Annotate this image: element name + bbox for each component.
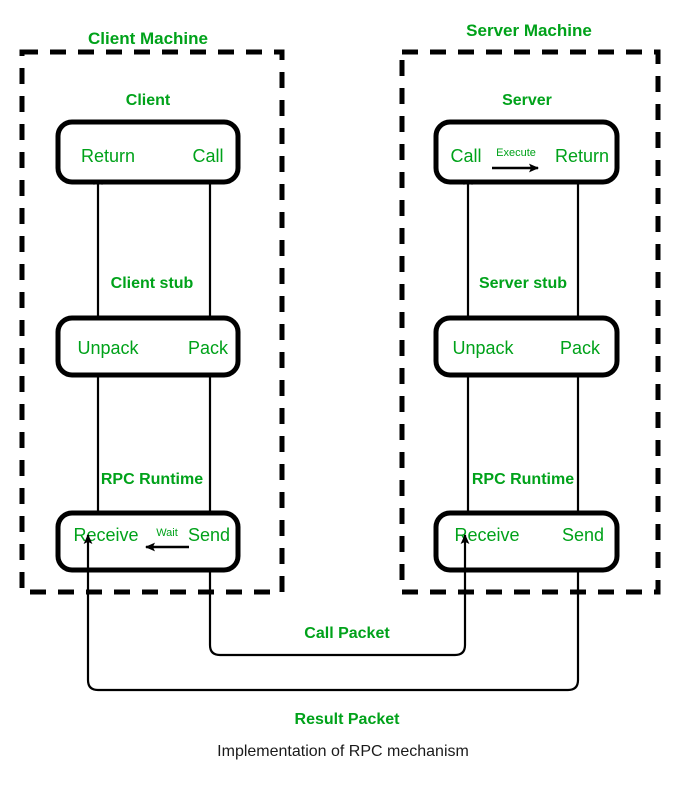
- server-stub-pack-label: Pack: [560, 338, 601, 358]
- client-box: [55, 119, 241, 185]
- result-packet-route: [83, 534, 580, 692]
- client-wait-label: Wait: [156, 527, 178, 539]
- client-machine-title: Client Machine: [88, 29, 208, 48]
- server-layer-title: Server: [502, 92, 552, 109]
- server-runtime-box: [433, 510, 620, 573]
- server-send-label: Send: [562, 525, 604, 545]
- server-call-label: Call: [450, 146, 481, 166]
- diagram-caption: Implementation of RPC mechanism: [217, 743, 469, 760]
- client-runtime-box: [55, 510, 241, 573]
- server-stub-box: [433, 315, 620, 378]
- client-stub-unpack-label: Unpack: [77, 338, 139, 358]
- client-send-label: Send: [188, 525, 230, 545]
- client-receive-label: Receive: [73, 525, 138, 545]
- client-machine-frame: [19, 49, 285, 595]
- client-call-label: Call: [192, 146, 223, 166]
- client-runtime-layer-title: RPC Runtime: [101, 471, 203, 488]
- server-stub-layer-title: Server stub: [479, 275, 567, 292]
- result-packet-label: Result Packet: [295, 711, 401, 728]
- client-layer-title: Client: [126, 92, 171, 109]
- server-return-label: Return: [555, 146, 609, 166]
- server-runtime-layer-title: RPC Runtime: [472, 471, 574, 488]
- server-box: [433, 119, 620, 185]
- server-machine-title: Server Machine: [466, 21, 592, 40]
- server-execute-label: Execute: [496, 147, 536, 159]
- call-packet-route: [208, 534, 470, 657]
- server-stub-unpack-label: Unpack: [452, 338, 514, 358]
- server-receive-label: Receive: [454, 525, 519, 545]
- server-machine-frame: [399, 49, 661, 595]
- client-stub-box: [55, 315, 241, 378]
- call-packet-label: Call Packet: [304, 625, 390, 642]
- client-stub-pack-label: Pack: [188, 338, 229, 358]
- client-stub-layer-title: Client stub: [111, 275, 194, 292]
- client-return-label: Return: [81, 146, 135, 166]
